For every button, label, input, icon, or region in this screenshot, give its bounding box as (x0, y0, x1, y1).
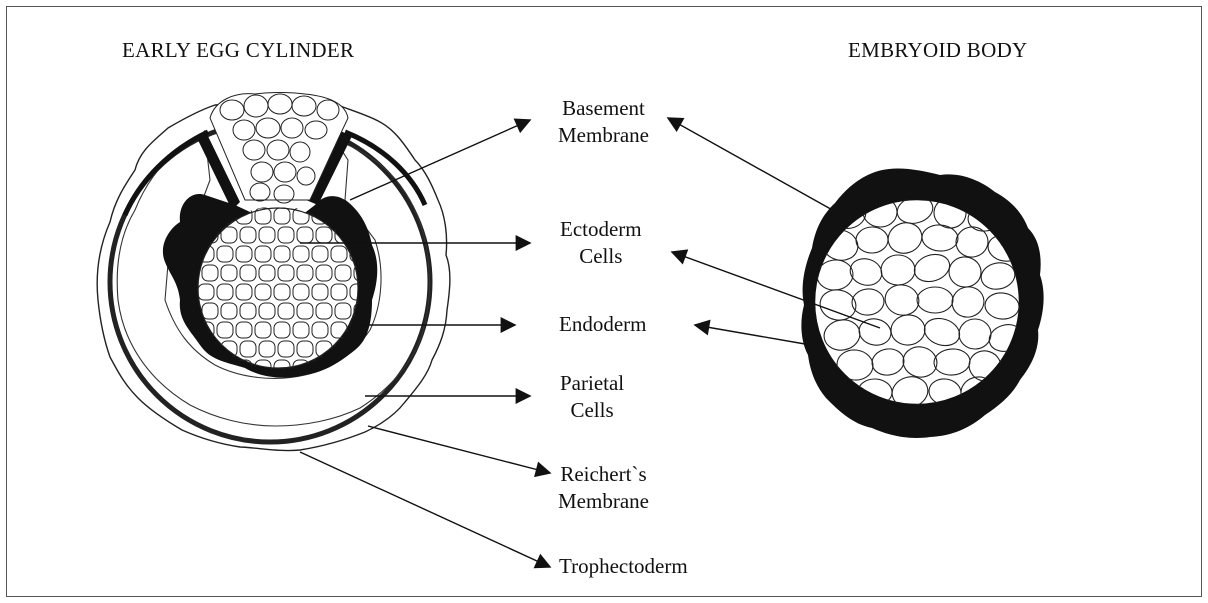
label-endoderm: Endoderm (559, 311, 646, 338)
arrow-reichert (368, 426, 550, 473)
egg-cylinder (97, 93, 450, 451)
arrow-trophectoderm (300, 452, 550, 567)
arrow-endoderm-right (695, 325, 805, 344)
label-trophectoderm: Trophectoderm (559, 553, 688, 580)
embryoid-body (801, 169, 1043, 438)
ectoderm-cell (350, 360, 366, 376)
arrow-basement-right (668, 118, 836, 212)
